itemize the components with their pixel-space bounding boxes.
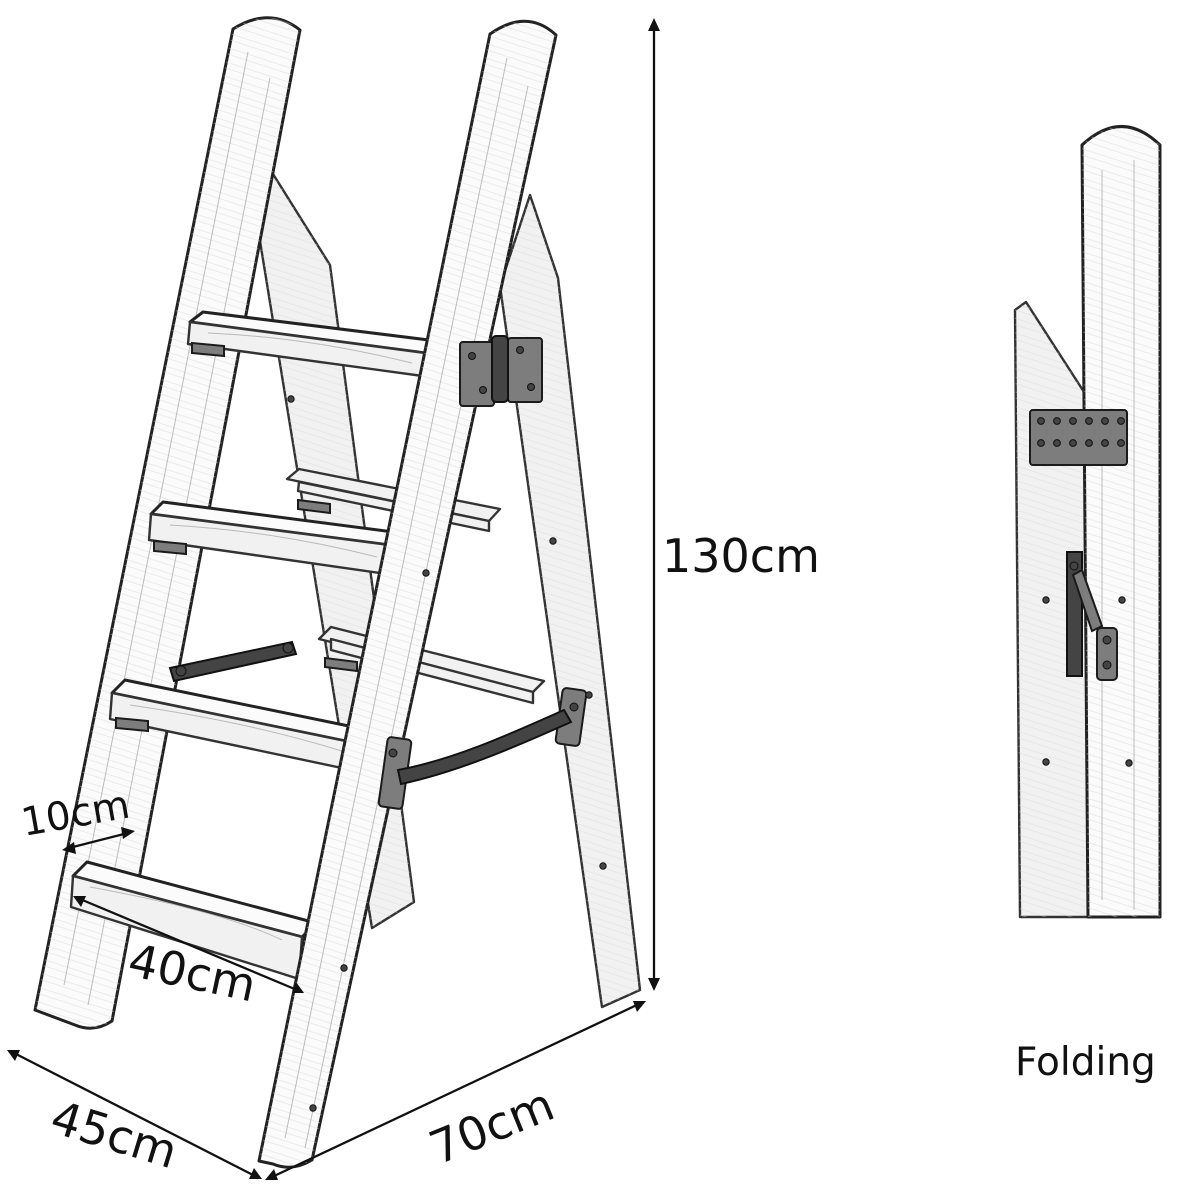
height-label: 130cm	[662, 529, 820, 583]
folded-front-rail	[1080, 125, 1162, 919]
top-hinge	[459, 335, 543, 407]
folded-screws	[1042, 596, 1133, 767]
upper-brace	[168, 640, 298, 683]
ladder-screws	[287, 395, 607, 1112]
folded-hinge	[1029, 409, 1128, 466]
folded-brace	[1066, 551, 1118, 681]
front-rail-right	[257, 19, 558, 1169]
step-brackets	[115, 341, 358, 733]
lower-brace	[377, 687, 588, 810]
folding-label: Folding	[1015, 1040, 1156, 1085]
dimension-height: 130cm	[648, 18, 820, 991]
folded-ladder-drawing	[1013, 125, 1162, 919]
base-width-label: 70cm	[422, 1077, 562, 1175]
ladder-drawing	[33, 16, 642, 1169]
dimension-base-depth: 45cm	[7, 1050, 262, 1179]
folding-caption: Folding	[1015, 1040, 1156, 1085]
back-leg-right	[498, 193, 642, 1009]
